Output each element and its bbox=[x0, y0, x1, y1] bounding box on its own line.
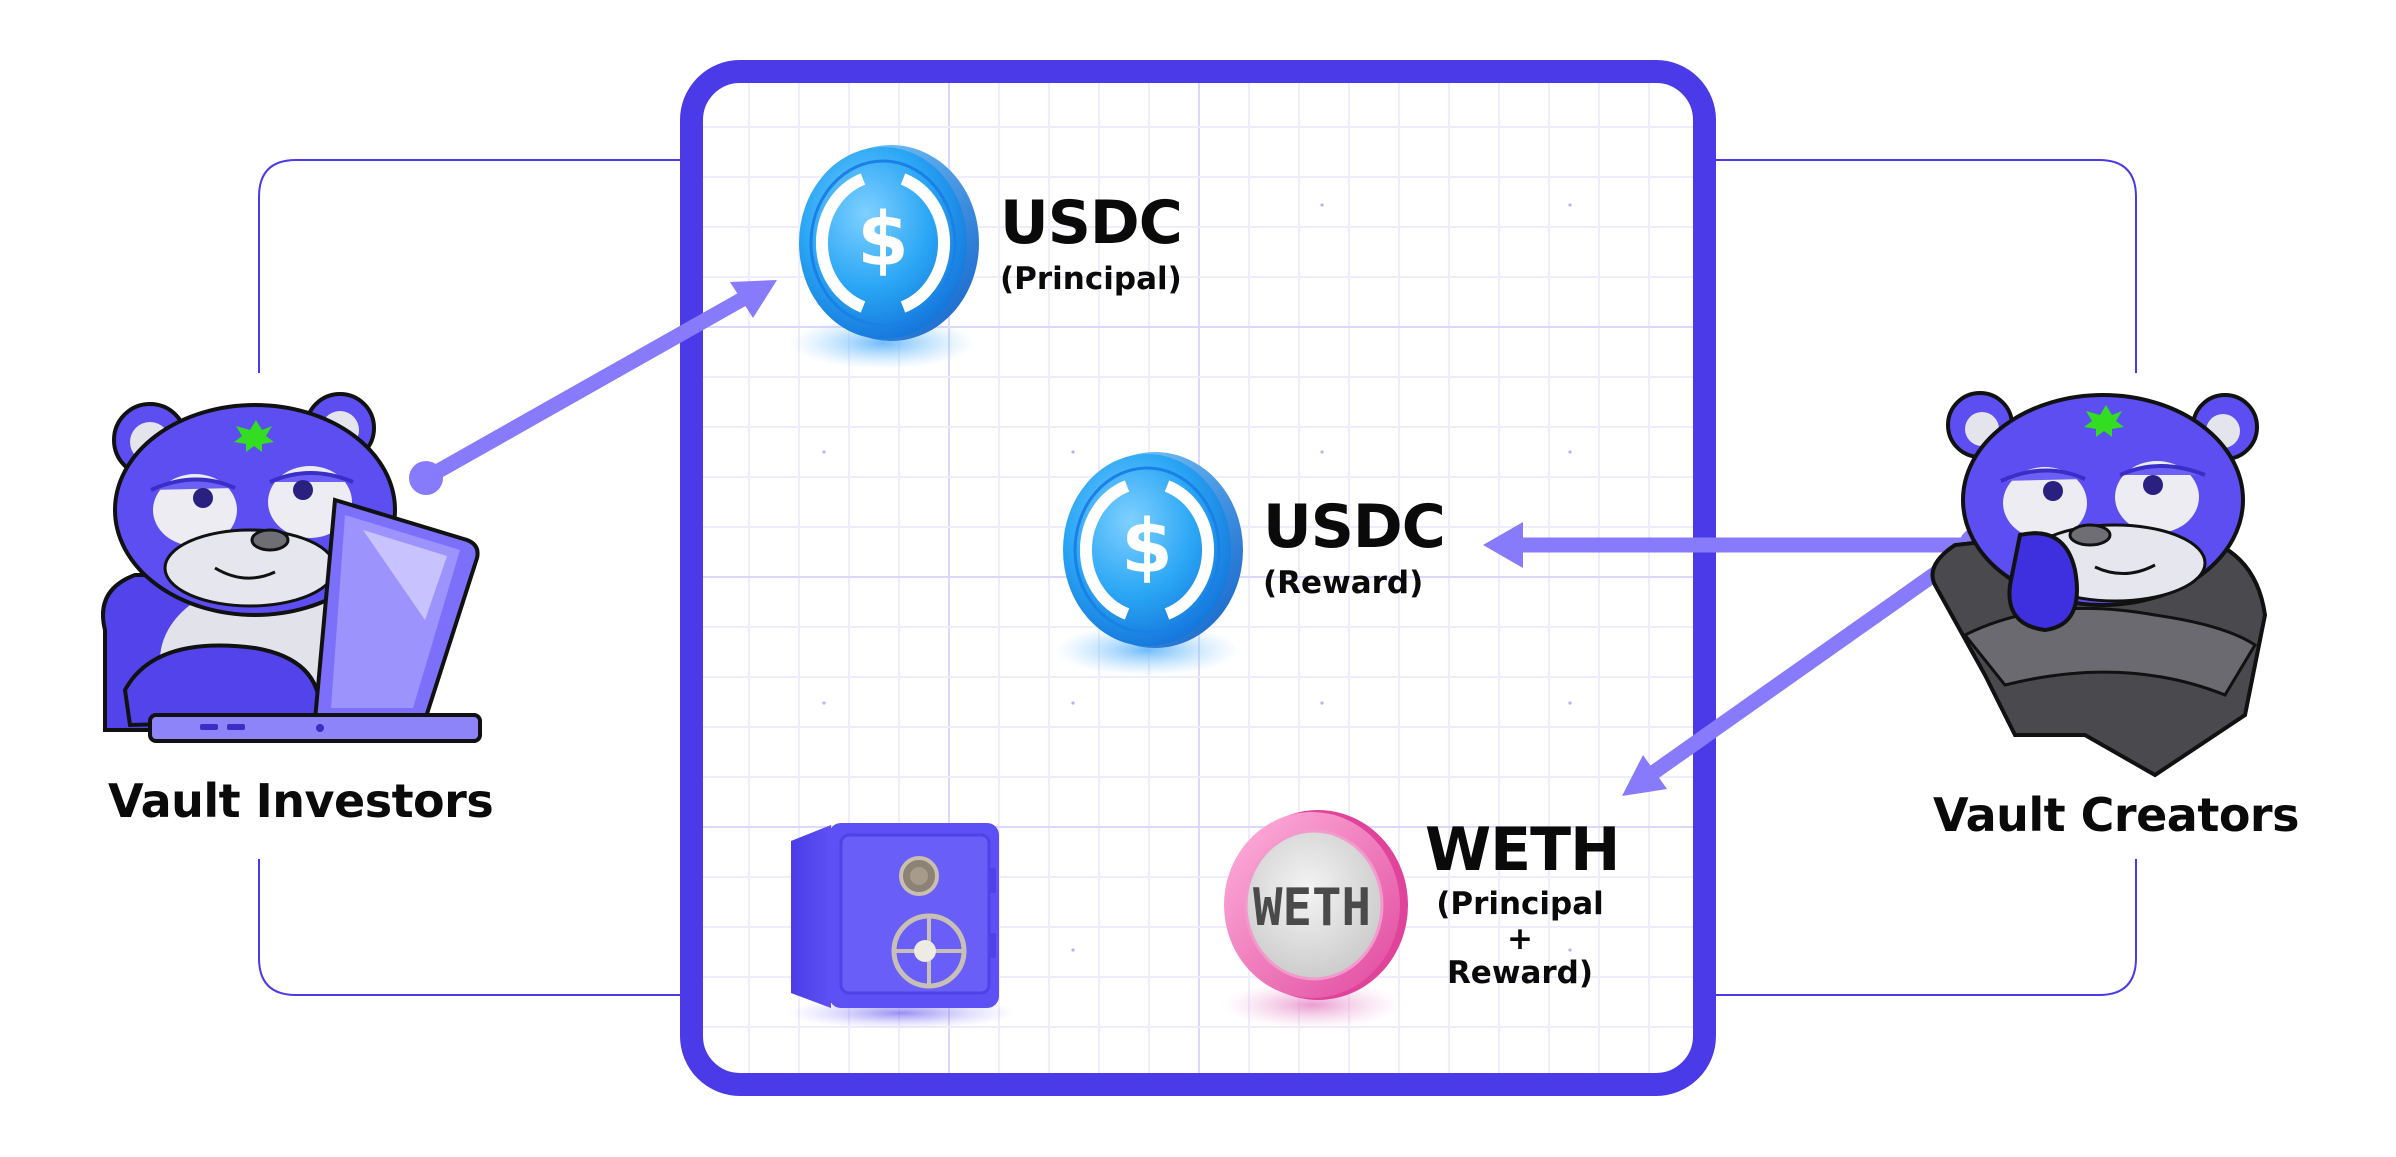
vault-investors-label: Vault Investors bbox=[108, 774, 494, 828]
safe-icon bbox=[786, 823, 1016, 1029]
creator-weth-arrow bbox=[1622, 538, 1981, 796]
grid-dot bbox=[1320, 450, 1324, 454]
grid-dot bbox=[1568, 701, 1572, 705]
right-connector-frame-bottom bbox=[1706, 859, 2137, 996]
usdc-coin-icon: $ bbox=[791, 145, 979, 369]
left-connector-frame-top bbox=[258, 159, 690, 373]
grid-dot bbox=[1320, 701, 1324, 705]
weth-coin-text: WETH bbox=[1253, 878, 1371, 938]
weth-subtitle-line: (Principal bbox=[1436, 886, 1604, 922]
grid-dot bbox=[1071, 203, 1075, 207]
vault-creators-label: Vault Creators bbox=[1933, 788, 2300, 842]
grid-dot bbox=[1568, 203, 1572, 207]
right-connector-frame-top bbox=[1706, 159, 2137, 373]
grid-dot bbox=[1071, 450, 1075, 454]
grid-dot bbox=[1568, 450, 1572, 454]
svg-text:$: $ bbox=[1121, 504, 1173, 590]
grid-dot bbox=[1320, 203, 1324, 207]
arrow-head bbox=[730, 280, 777, 318]
weth-subtitle-line: Reward) bbox=[1446, 955, 1594, 992]
usdc-principal-subtitle: (Principal) bbox=[1000, 261, 1182, 297]
left-connector-frame-bottom bbox=[258, 859, 690, 996]
grid-dot bbox=[1568, 948, 1572, 952]
usdc-coin-icon: $ bbox=[1055, 452, 1243, 676]
arrow-head bbox=[1483, 522, 1523, 568]
weth-subtitle: (Principal + Reward) bbox=[1425, 887, 1615, 991]
bear-with-laptop-icon bbox=[101, 392, 482, 743]
usdc-principal-title: USDC bbox=[1000, 188, 1183, 258]
creator-reward-arrow bbox=[1483, 522, 1993, 568]
bear-in-suit-icon bbox=[1930, 391, 2268, 778]
usdc-reward-subtitle: (Reward) bbox=[1263, 565, 1424, 601]
usdc-reward-title: USDC bbox=[1263, 492, 1446, 562]
grid-dot bbox=[822, 450, 826, 454]
investor-deposit-arrow bbox=[409, 280, 777, 495]
svg-text:$: $ bbox=[857, 197, 909, 283]
grid-dot bbox=[1071, 948, 1075, 952]
weth-coin-icon: WETH bbox=[1222, 810, 1408, 1029]
grid-dot bbox=[822, 701, 826, 705]
weth-title: WETH bbox=[1425, 815, 1620, 885]
arrow-head bbox=[1622, 755, 1667, 796]
grid-dot bbox=[1071, 701, 1075, 705]
weth-subtitle-line: + bbox=[1507, 920, 1533, 957]
